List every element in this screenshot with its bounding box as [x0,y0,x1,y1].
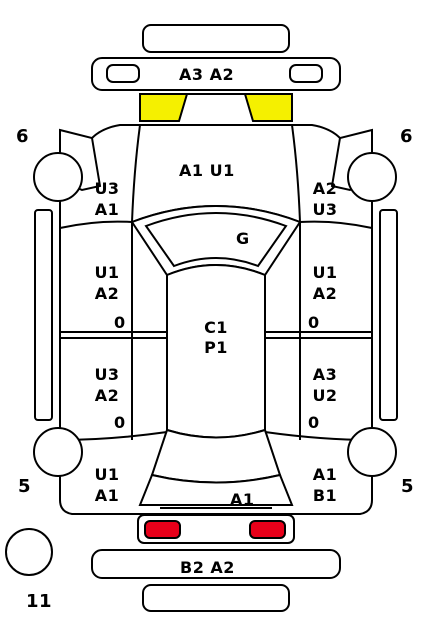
left-front-door-label: U1 A2 [94,263,120,303]
wheel-rear-left[interactable] [33,427,83,477]
left-rear-door-label: U3 A2 [94,365,120,405]
wheel-front-right-label: 6 [400,126,414,147]
left-front-fender-line [59,220,133,229]
rear-panel-label: A1 [230,490,255,509]
windshield-inner [144,212,288,268]
wheel-front-left-label: 6 [16,126,30,147]
spare-tire[interactable] [5,528,53,576]
right-front-fender-label: A2 U3 [312,179,338,219]
wheel-rear-right-label: 5 [401,476,415,497]
right-rear-quarter-label: A1 B1 [312,465,338,505]
rear-panel[interactable] [138,473,294,506]
right-side-skirt[interactable] [379,209,398,421]
front-plate[interactable] [142,24,290,53]
left-side-skirt[interactable] [34,209,53,421]
headlight-left [139,93,189,122]
rear-bumper-label: B2 A2 [180,558,235,577]
front-fog-light-right [289,64,323,83]
wheel-rear-right[interactable] [347,427,397,477]
roof-label: G [236,229,250,248]
left-front-door-handle-label: 0 [114,313,126,332]
left-rear-quarter-label: U1 A1 [94,465,120,505]
front-bumper-label: A3 A2 [179,65,235,84]
spare-tire-label: 11 [26,591,53,612]
wheel-front-left[interactable] [33,152,83,202]
rear-bumper[interactable] [91,549,341,579]
right-front-fender-line [299,220,373,229]
wheel-rear-left-label: 5 [18,476,32,497]
front-bumper[interactable] [91,57,341,91]
front-fog-light-left [106,64,140,83]
left-rear-door-handle-label: 0 [114,413,126,432]
rear-window[interactable] [150,428,282,484]
rear-plate[interactable] [142,584,290,612]
wheel-front-right[interactable] [347,152,397,202]
left-front-fender-label: U3 A1 [94,179,120,219]
taillight-left [144,520,181,539]
right-front-door-label: U1 A2 [312,263,338,303]
right-rear-door-handle-label: 0 [308,413,320,432]
taillight-right [249,520,286,539]
headlight-right [243,93,293,122]
right-rear-door-label: A3 U2 [312,365,338,405]
hood-label: A1 U1 [179,161,235,180]
right-front-door-handle-label: 0 [308,313,320,332]
cabin-label: C1 P1 [204,318,228,357]
